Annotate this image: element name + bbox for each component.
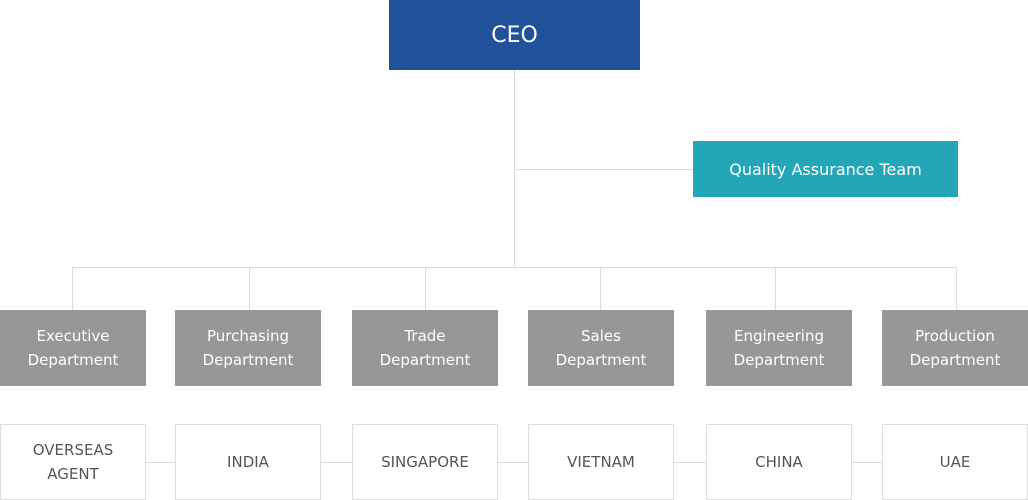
qa-branch-line xyxy=(514,169,693,170)
quality-assurance-label: Quality Assurance Team xyxy=(729,159,922,179)
ceo-trunk-line xyxy=(514,70,515,267)
department-executive: Executive Department xyxy=(0,310,146,386)
ceo-label: CEO xyxy=(491,22,538,48)
region-overseas-agent: OVERSEAS AGENT xyxy=(0,424,146,500)
region-link-line xyxy=(146,462,882,463)
region-name: OVERSEAS xyxy=(32,441,114,459)
department-name: Executive xyxy=(36,327,110,345)
region-uae: UAE xyxy=(882,424,1028,500)
drop-line-sales xyxy=(600,267,601,310)
department-name: Sales xyxy=(581,327,621,345)
drop-line-purchasing xyxy=(249,267,250,310)
region-name: SINGAPORE xyxy=(381,453,469,471)
drop-line-production xyxy=(956,267,957,310)
department-bus-line xyxy=(72,267,957,268)
department-suffix: Department xyxy=(27,351,119,369)
department-sales: Sales Department xyxy=(528,310,674,386)
department-suffix: Department xyxy=(202,351,294,369)
region-india: INDIA xyxy=(175,424,321,500)
region-name-line2: AGENT xyxy=(47,465,99,483)
department-suffix: Department xyxy=(909,351,1001,369)
region-vietnam: VIETNAM xyxy=(528,424,674,500)
department-production: Production Department xyxy=(882,310,1028,386)
drop-line-trade xyxy=(425,267,426,310)
quality-assurance-box: Quality Assurance Team xyxy=(693,141,958,197)
region-name: UAE xyxy=(939,453,971,471)
department-name: Purchasing xyxy=(206,327,290,345)
drop-line-engineering xyxy=(775,267,776,310)
department-engineering: Engineering Department xyxy=(706,310,852,386)
department-suffix: Department xyxy=(733,351,825,369)
ceo-box: CEO xyxy=(389,0,640,70)
region-name: VIETNAM xyxy=(567,453,635,471)
region-name: CHINA xyxy=(755,453,803,471)
drop-line-executive xyxy=(72,267,73,310)
department-suffix: Department xyxy=(555,351,647,369)
region-china: CHINA xyxy=(706,424,852,500)
department-name: Production xyxy=(915,327,995,345)
department-name: Engineering xyxy=(734,327,824,345)
department-purchasing: Purchasing Department xyxy=(175,310,321,386)
region-singapore: SINGAPORE xyxy=(352,424,498,500)
department-name: Trade xyxy=(404,327,446,345)
department-trade: Trade Department xyxy=(352,310,498,386)
department-suffix: Department xyxy=(379,351,471,369)
region-name: INDIA xyxy=(227,453,269,471)
